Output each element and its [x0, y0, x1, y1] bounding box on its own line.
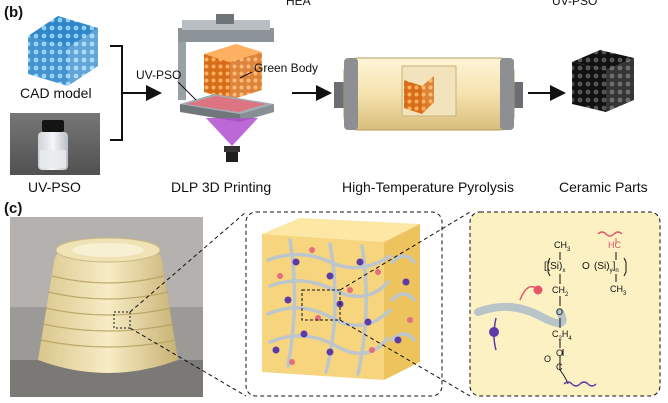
printer-icon [178, 14, 274, 162]
uv-pso-bottle-photo [10, 113, 100, 175]
label-uv-pso-printer: UV-PSO [136, 68, 182, 82]
printed-part-photo [10, 217, 203, 397]
label-dlp: DLP 3D Printing [171, 179, 272, 195]
wavy-end-top [597, 231, 623, 237]
molecule-box [469, 211, 661, 397]
cad-lattice-cube [28, 16, 98, 86]
panel-c-tag: (c) [4, 200, 23, 217]
magnifier-box-icon [245, 211, 443, 397]
formula-bonds [547, 252, 627, 385]
bracket-icon [110, 45, 123, 141]
cut-label-left: HEA [286, 0, 311, 8]
label-cad-model: CAD model [20, 85, 92, 101]
polymer-chain-illustration [474, 285, 567, 351]
ceramic-lattice-cube [572, 50, 634, 112]
label-pyrolysis: High-Temperature Pyrolysis [342, 179, 514, 195]
cut-label-right: UV-PSO [552, 0, 598, 8]
wavy-end [563, 381, 597, 387]
label-uv-pso: UV-PSO [28, 179, 81, 195]
label-ceramic: Ceramic Parts [559, 179, 648, 195]
panel-b-tag: (b) [4, 4, 24, 21]
furnace-icon [334, 57, 523, 131]
label-green-body: Green Body [254, 61, 319, 75]
